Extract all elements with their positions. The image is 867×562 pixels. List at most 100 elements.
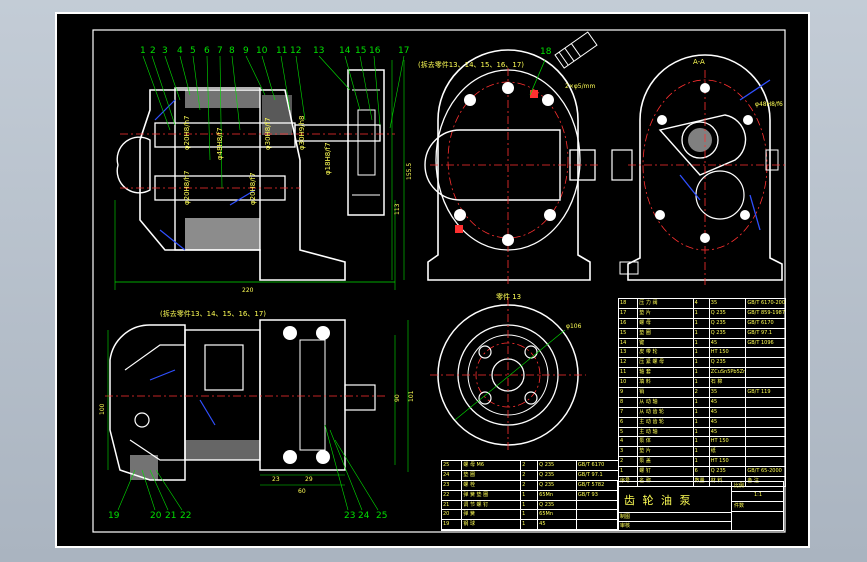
bom-cell-name: 主 动 齿 轮 <box>638 417 694 427</box>
dim-right-h2: 101 <box>408 390 415 402</box>
bom-cell-name: 泵 盖 <box>638 457 694 467</box>
note-top: (拆去零件13、14、15、16、17) <box>418 60 524 69</box>
balloons-top: 1 2 3 4 5 6 7 8 9 10 11 12 13 14 15 16 1… <box>140 46 409 56</box>
bom-cell-no: 17 <box>619 308 639 318</box>
top-view <box>105 319 409 511</box>
bom-cell-std: GB/T 6170 <box>747 319 774 326</box>
bom-cell-name: 螺 栓 <box>462 480 522 490</box>
bom-cell-std <box>577 520 618 529</box>
bom-cell-no: 23 <box>442 480 463 490</box>
balloon: 9 <box>243 46 249 56</box>
bom-cell-name: 垫 圈 <box>638 328 694 338</box>
dim-left-h: 100 <box>99 403 106 415</box>
balloon: 11 <box>276 46 287 56</box>
bom-cell-name: 从 动 轴 <box>638 397 694 407</box>
bom-cell-qty: 1 <box>694 417 710 427</box>
bom-cell-no: 12 <box>619 358 639 368</box>
bom-cell-mat: Q 235 <box>710 467 747 477</box>
bom-cell-qty: 1 <box>694 447 710 457</box>
bom-cell-name: 调 节 螺 钉 <box>462 500 522 510</box>
svg-text:φ20H8/h7: φ20H8/h7 <box>183 116 191 151</box>
balloon: 13 <box>313 46 324 56</box>
bom-cell-no: 13 <box>619 348 639 358</box>
bom-cell-qty: 1 <box>521 510 539 520</box>
bom-cell-std <box>577 501 618 510</box>
balloon: 6 <box>204 46 210 56</box>
bom-cell-name: 垫 片 <box>638 308 694 318</box>
bom-cell-qty: 1 <box>694 427 710 437</box>
svg-text:φ30H9/h8: φ30H9/h8 <box>298 116 306 151</box>
bom-cell-no: 10 <box>619 378 639 388</box>
bom-cell-qty: 1 <box>694 348 710 358</box>
bom-cell-qty: 1 <box>694 437 710 447</box>
bom-cell-name: 皮 带 轮 <box>638 348 694 358</box>
bom-cell-name: 主 动 轴 <box>638 427 694 437</box>
note-bottom: (拆去零件13、14、15、16、17) <box>160 309 266 318</box>
bom-cell-std: GB/T 6170-2000 <box>747 300 785 306</box>
sheet-label: 件数 <box>734 503 745 509</box>
bom-cell-std <box>746 428 785 437</box>
bom-cell-name: 键 <box>638 338 694 348</box>
bom-cell-mat: 65Mn <box>538 490 577 500</box>
bom-cell-no: 21 <box>442 500 463 510</box>
bom-cell-std: GB/T 97.1 <box>577 471 603 478</box>
bom-cell-mat: HT 150 <box>710 437 747 447</box>
ratio-label: 比例 <box>734 483 745 489</box>
balloon: 14 <box>339 46 351 56</box>
bom-cell-no: 19 <box>442 520 463 530</box>
bom-cell-std: GB/T 93 <box>577 491 598 498</box>
bom-cell-mat: 纸 <box>710 447 747 457</box>
bom-cell-name: 垫 片 <box>638 447 694 457</box>
balloon: 4 <box>177 46 183 56</box>
dim-circle-dia: φ106 <box>566 323 582 330</box>
bom-cell-mat: HT 150 <box>710 457 747 467</box>
bom-cell-std <box>746 368 785 377</box>
bom-cell-qty: 1 <box>694 378 710 388</box>
dim-overall-width: 220 <box>242 287 254 294</box>
bom-cell-mat: 35 <box>710 299 747 308</box>
bom-cell-no: 1 <box>619 467 639 477</box>
balloon: 23 <box>344 511 355 521</box>
bom-cell-no: 14 <box>619 338 639 348</box>
section-label: A-A <box>693 58 705 66</box>
bom-cell-qty: 2 <box>521 480 539 490</box>
balloon: 2 <box>150 46 156 56</box>
bom-cell-mat: 45 <box>710 417 747 427</box>
svg-text:φ18H8/f7: φ18H8/f7 <box>324 142 332 175</box>
bom-cell-name: 轴 套 <box>638 368 694 378</box>
balloon-18: 18 <box>540 47 552 57</box>
bom-cell-no: 11 <box>619 368 639 378</box>
bom-cell-std: GB/T 65-2000 <box>747 468 782 475</box>
bom-cell-no: 3 <box>619 447 639 457</box>
dim-bottom-w1: 23 <box>272 476 280 483</box>
bom-cell-name: 压 紧 螺 母 <box>638 358 694 368</box>
bom-cell-mat: Q 235 <box>710 328 747 338</box>
bom-cell-mat: 35 <box>710 388 747 397</box>
dim-bottom-w2: 29 <box>305 476 313 483</box>
section-a-a-view <box>611 54 785 285</box>
svg-text:φ20H8/h7: φ20H8/h7 <box>183 171 191 206</box>
bom-cell-qty: 4 <box>694 299 710 308</box>
bom-cell-mat: 45 <box>710 397 747 407</box>
balloon: 22 <box>180 511 191 521</box>
svg-text:φ20H8/f7: φ20H8/f7 <box>249 172 257 205</box>
bom-cell-name: 销 <box>638 388 694 397</box>
bom-cell-std <box>577 510 618 519</box>
bom-cell-std: GB/T 859-1987 <box>747 309 785 316</box>
bom-cell-mat: Q 235 <box>710 358 747 368</box>
bom-cell-mat: 45 <box>710 338 747 348</box>
bom-cell-qty: 1 <box>694 308 710 318</box>
bom-cell-qty: 1 <box>694 358 710 368</box>
part-view-label: 零件 13 <box>496 292 521 301</box>
bom-cell-name: 从 动 齿 轮 <box>638 407 694 417</box>
